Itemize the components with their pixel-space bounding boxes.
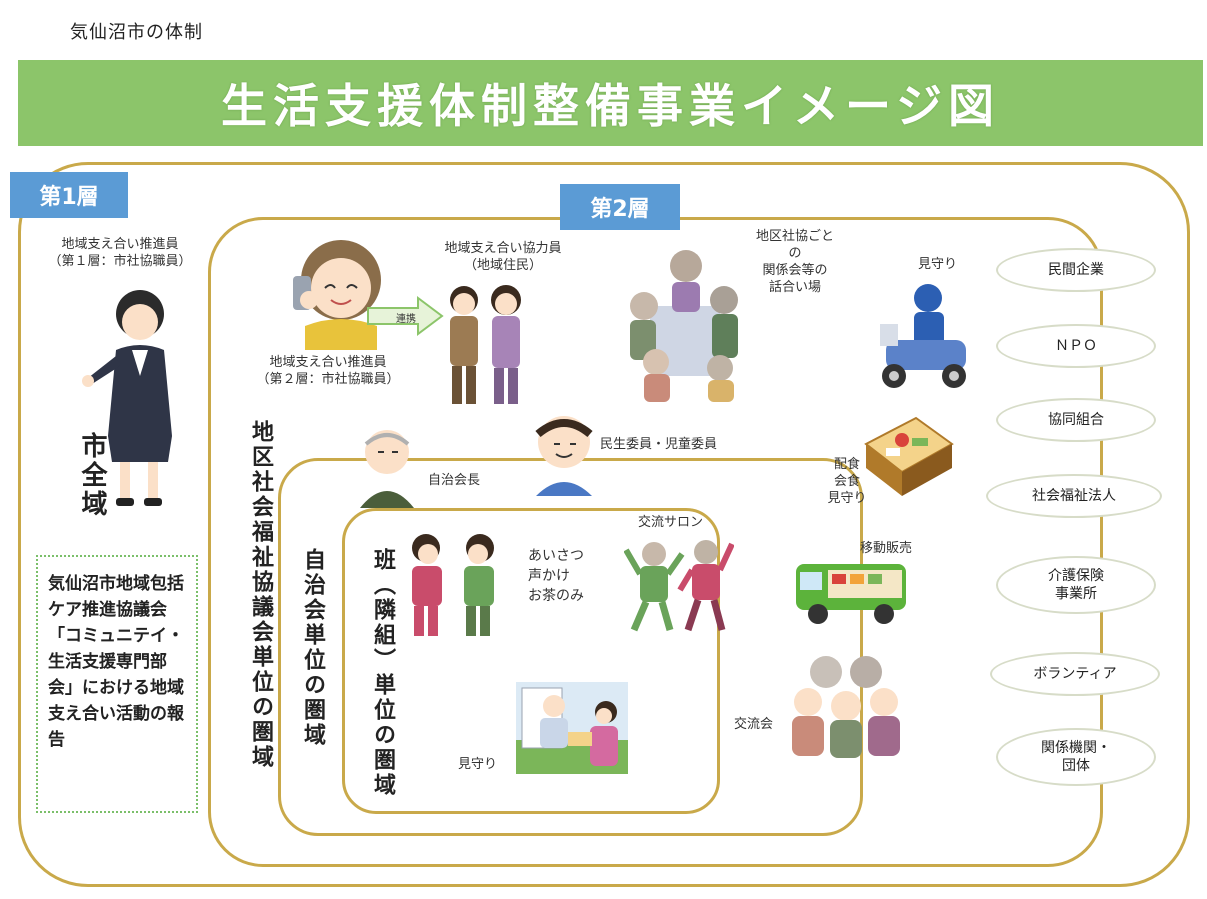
layer2-area-label: 地区社会福祉協議会単位の圏域 (248, 420, 273, 770)
layer2-helpers-figure (450, 285, 521, 404)
welfare-commissioner-figure (535, 416, 593, 496)
scooter-figure (880, 284, 966, 388)
header-label: 気仙沼市の体制 (70, 22, 203, 43)
salon-label: 交流サロン (638, 515, 704, 530)
link-label: 連携 (396, 314, 416, 325)
exchange-meeting-figure (792, 656, 900, 758)
layer2-watch-label: 見守り (918, 257, 958, 272)
org-social-welfare-corp: 社会福祉法人 (986, 474, 1162, 518)
greeting-label: あいさつ 声かけ お茶のみ (528, 548, 584, 604)
meal-delivery-label: 配食 会食 見守り (827, 457, 867, 506)
layer2-coordinator-label: 地域支え合い推進員 （第２層：市社協職員） (256, 355, 400, 387)
layer4-area-frame (342, 508, 720, 814)
layer3-area-label: 自治会単位の圏域 (300, 548, 325, 748)
mobile-sales-label: 移動販売 (860, 541, 913, 556)
title-banner: 生活支援体制整備事業イメージ図 (18, 60, 1203, 146)
meeting-figure (630, 250, 738, 402)
watch-visit-figure (516, 682, 628, 774)
exchange-meeting-label: 交流会 (734, 717, 774, 732)
bento-box-figure (864, 416, 954, 496)
layer2-tag: 第2層 (560, 184, 680, 230)
layer2-coordinator-figure (293, 240, 381, 350)
org-care-provider: 介護保険 事業所 (996, 556, 1156, 614)
mobile-sales-truck-figure (796, 564, 906, 624)
layer1-tag: 第1層 (10, 172, 128, 218)
neighborhood-chief-figure (360, 430, 414, 508)
layer1-coordinator-figure (82, 290, 172, 506)
activity-report-box: 気仙沼市地域包括ケア推進協議会「コミュニテイ・生活支援専門部会」における地域支え… (36, 555, 198, 813)
layer4-watch-label: 見守り (458, 757, 498, 772)
org-related-agencies: 関係機関・ 団体 (996, 728, 1156, 786)
meeting-label: 地区社協ごと の 関係会等の 話合い場 (755, 229, 834, 295)
org-private-company: 民間企業 (996, 248, 1156, 292)
welfare-commissioner-label: 民生委員・児童委員 (600, 437, 718, 452)
layer2-helpers-label: 地域支え合い協力員 （地域住民） (444, 241, 562, 273)
org-npo: ＮＰＯ (996, 324, 1156, 368)
org-volunteer: ボランティア (990, 652, 1160, 696)
neighborhood-chief-label: 自治会長 (428, 473, 481, 488)
layer1-area-label: 市全域 (77, 432, 107, 519)
layer4-area-label: 班（隣組）単位の圏域 (370, 548, 395, 798)
layer1-coordinator-label: 地域支え合い推進員 （第１層：市社協職員） (48, 237, 192, 269)
activity-report-text: 気仙沼市地域包括ケア推進協議会「コミュニテイ・生活支援専門部会」における地域支え… (48, 574, 184, 750)
greeting-neighbors-figure (412, 534, 494, 636)
page-title: 生活支援体制整備事業イメージ図 (220, 79, 1001, 133)
link-arrow (367, 296, 444, 336)
exercise-salon-figure (624, 540, 734, 632)
org-cooperative: 協同組合 (996, 398, 1156, 442)
